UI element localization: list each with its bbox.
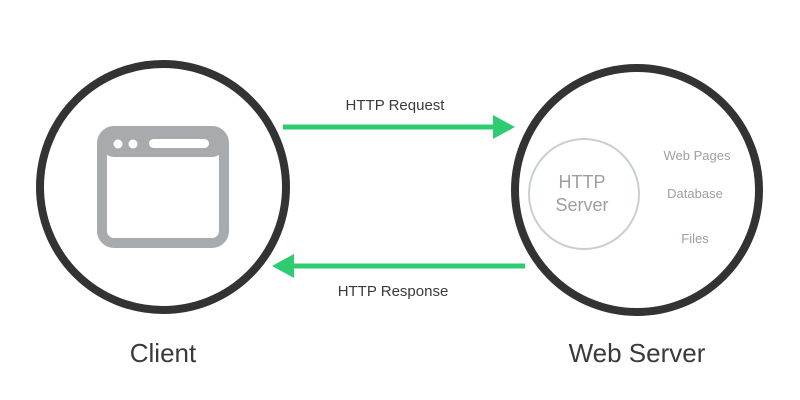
web-server-node: HTTP Server Web Pages Database Files (511, 64, 763, 316)
client-caption: Client (130, 338, 197, 368)
response-arrow-group: HTTP Response (272, 254, 525, 300)
request-arrow-label: HTTP Request (346, 97, 446, 114)
client-node (36, 60, 290, 314)
browser-window-icon (97, 126, 229, 248)
browser-window-dot-1 (113, 139, 123, 149)
browser-window-dot-2 (128, 139, 138, 149)
response-arrow-label: HTTP Response (338, 283, 449, 300)
client-circle (36, 60, 290, 314)
http-server-label-line2: Server (555, 195, 608, 215)
response-arrow-head (272, 254, 294, 278)
browser-window-address-bar (149, 139, 209, 148)
resource-files-label: Files (681, 231, 709, 246)
request-arrow-group: HTTP Request (283, 97, 515, 139)
resource-web-pages-label: Web Pages (664, 148, 731, 163)
request-arrow-head (493, 115, 515, 139)
http-server-label-line1: HTTP (559, 172, 606, 192)
resource-database-label: Database (667, 186, 723, 201)
web-server-caption: Web Server (569, 338, 706, 368)
http-server-circle (528, 138, 640, 250)
